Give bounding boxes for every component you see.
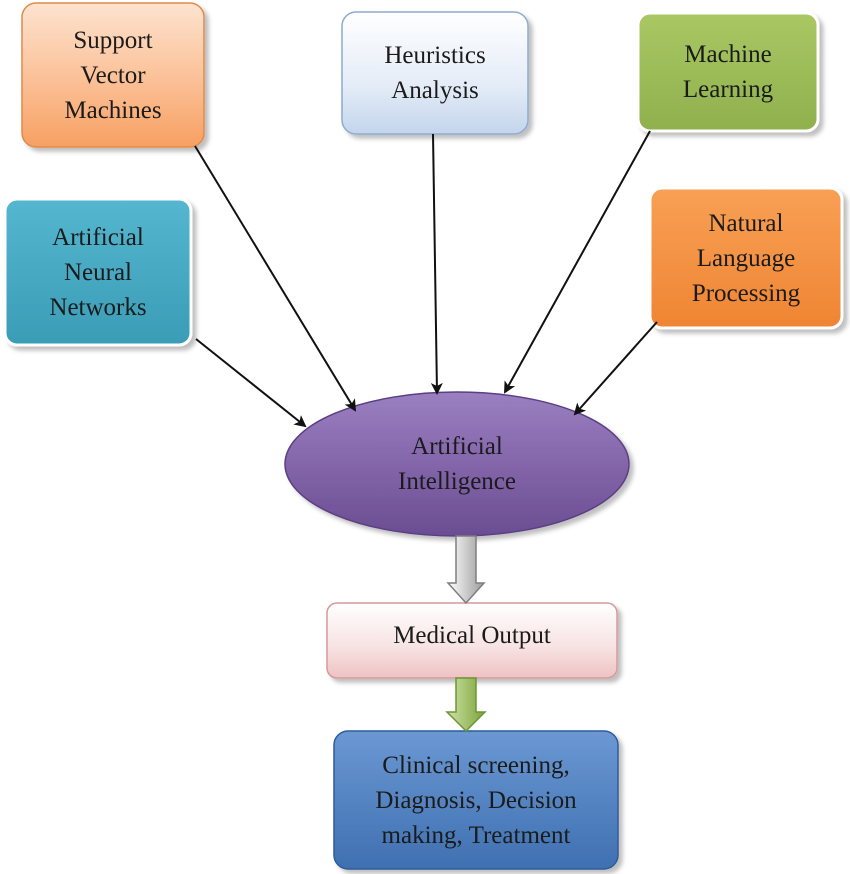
connector-svm xyxy=(194,145,357,412)
connector-nlp xyxy=(573,321,658,416)
connector-ann xyxy=(195,338,307,428)
down-arrow-gray xyxy=(446,535,486,605)
result-box xyxy=(333,730,619,870)
connector-heuristics xyxy=(430,133,443,395)
svm-box xyxy=(21,2,205,148)
nlp-box xyxy=(648,186,844,330)
connector-ml xyxy=(504,130,651,394)
ai-ellipse xyxy=(284,391,630,537)
ann-box xyxy=(3,197,193,347)
heuristics-box xyxy=(341,11,529,135)
down-arrow-green xyxy=(445,677,487,733)
ml-box xyxy=(636,11,820,133)
medical-output-box xyxy=(326,602,618,679)
